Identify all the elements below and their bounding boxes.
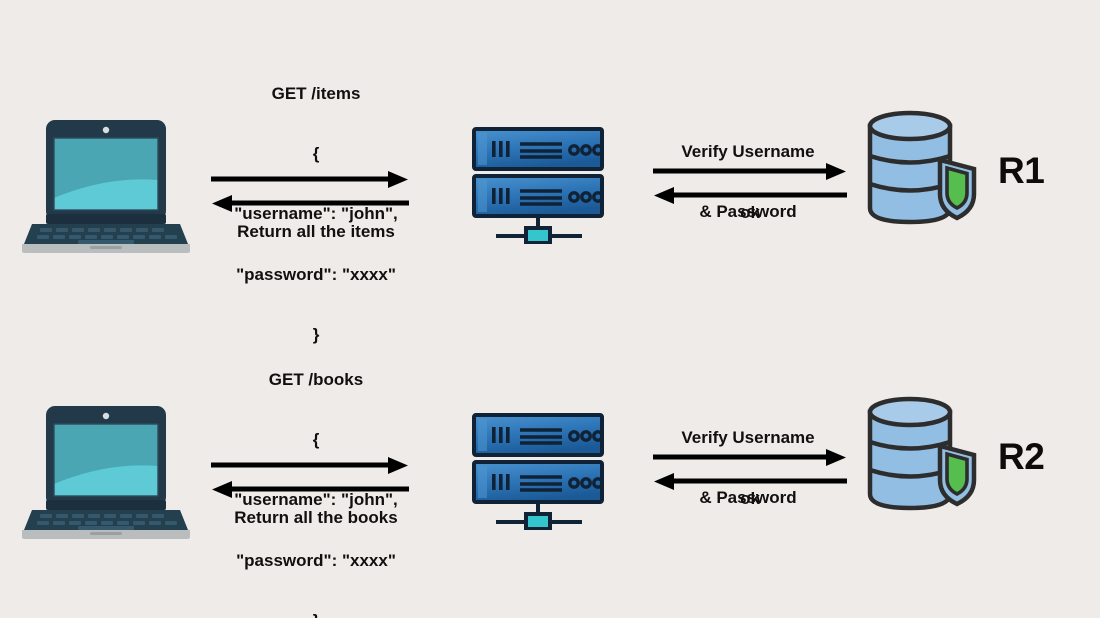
response-label-2: Return all the books (234, 508, 398, 527)
request-line: } (312, 324, 320, 344)
request-line: } (196, 611, 436, 618)
arrow-left (212, 481, 409, 498)
server-rack-icon (470, 126, 620, 249)
database-label-2: R2 (998, 436, 1045, 477)
laptop-icon (18, 404, 194, 545)
request-line: { (312, 430, 320, 450)
arrow-right (653, 163, 846, 180)
arrow-right (653, 449, 846, 466)
server-database-arrows-1 (652, 162, 848, 211)
arrow-right (211, 457, 408, 474)
verify-line: & Password (699, 488, 797, 508)
arrow-left (654, 473, 847, 490)
server-unit (472, 460, 604, 504)
request-line: GET /books (268, 370, 364, 390)
flow-row-2: GET /books { "username": "john", "passwo… (0, 286, 1100, 618)
ack-label-1: ok (740, 203, 760, 222)
arrow-right (211, 171, 408, 188)
server-unit (472, 127, 604, 171)
server-database-arrows-2 (652, 448, 848, 497)
request-line: "password": "xxxx" (236, 264, 396, 284)
request-text-block-2: GET /books { "username": "john", "passwo… (196, 330, 436, 618)
request-line: "password": "xxxx" (236, 550, 396, 570)
database-shield-icon (862, 394, 992, 519)
request-text-block-1: GET /items { "username": "john", "passwo… (196, 44, 436, 385)
database-label-1: R1 (998, 150, 1045, 191)
verify-line: Verify Username (681, 428, 815, 448)
arrow-left (212, 195, 409, 212)
request-line: { (312, 144, 320, 164)
flow-row-1: GET /items { "username": "john", "passwo… (0, 0, 1100, 344)
ack-label-2: ok (740, 489, 760, 508)
server-unit (472, 174, 604, 218)
database-cylinder (867, 396, 953, 511)
response-label-1: Return all the items (237, 222, 395, 241)
server-unit (472, 413, 604, 457)
shield-badge (937, 443, 977, 507)
arrow-left (654, 187, 847, 204)
database-shield-icon (862, 108, 992, 233)
verify-line: Verify Username (681, 142, 815, 162)
request-line: "username": "john", (234, 490, 398, 510)
verify-line: & Password (699, 202, 797, 222)
server-rack-icon (470, 412, 620, 535)
shield-badge (937, 157, 977, 221)
request-line: GET /items (271, 84, 361, 104)
verify-text-block-2: Verify Username & Password (638, 388, 858, 548)
client-server-arrows-2 (210, 456, 410, 505)
request-line: "username": "john", (234, 204, 398, 224)
laptop-icon (18, 118, 194, 259)
client-server-arrows-1 (210, 170, 410, 219)
verify-text-block-1: Verify Username & Password (638, 102, 858, 262)
